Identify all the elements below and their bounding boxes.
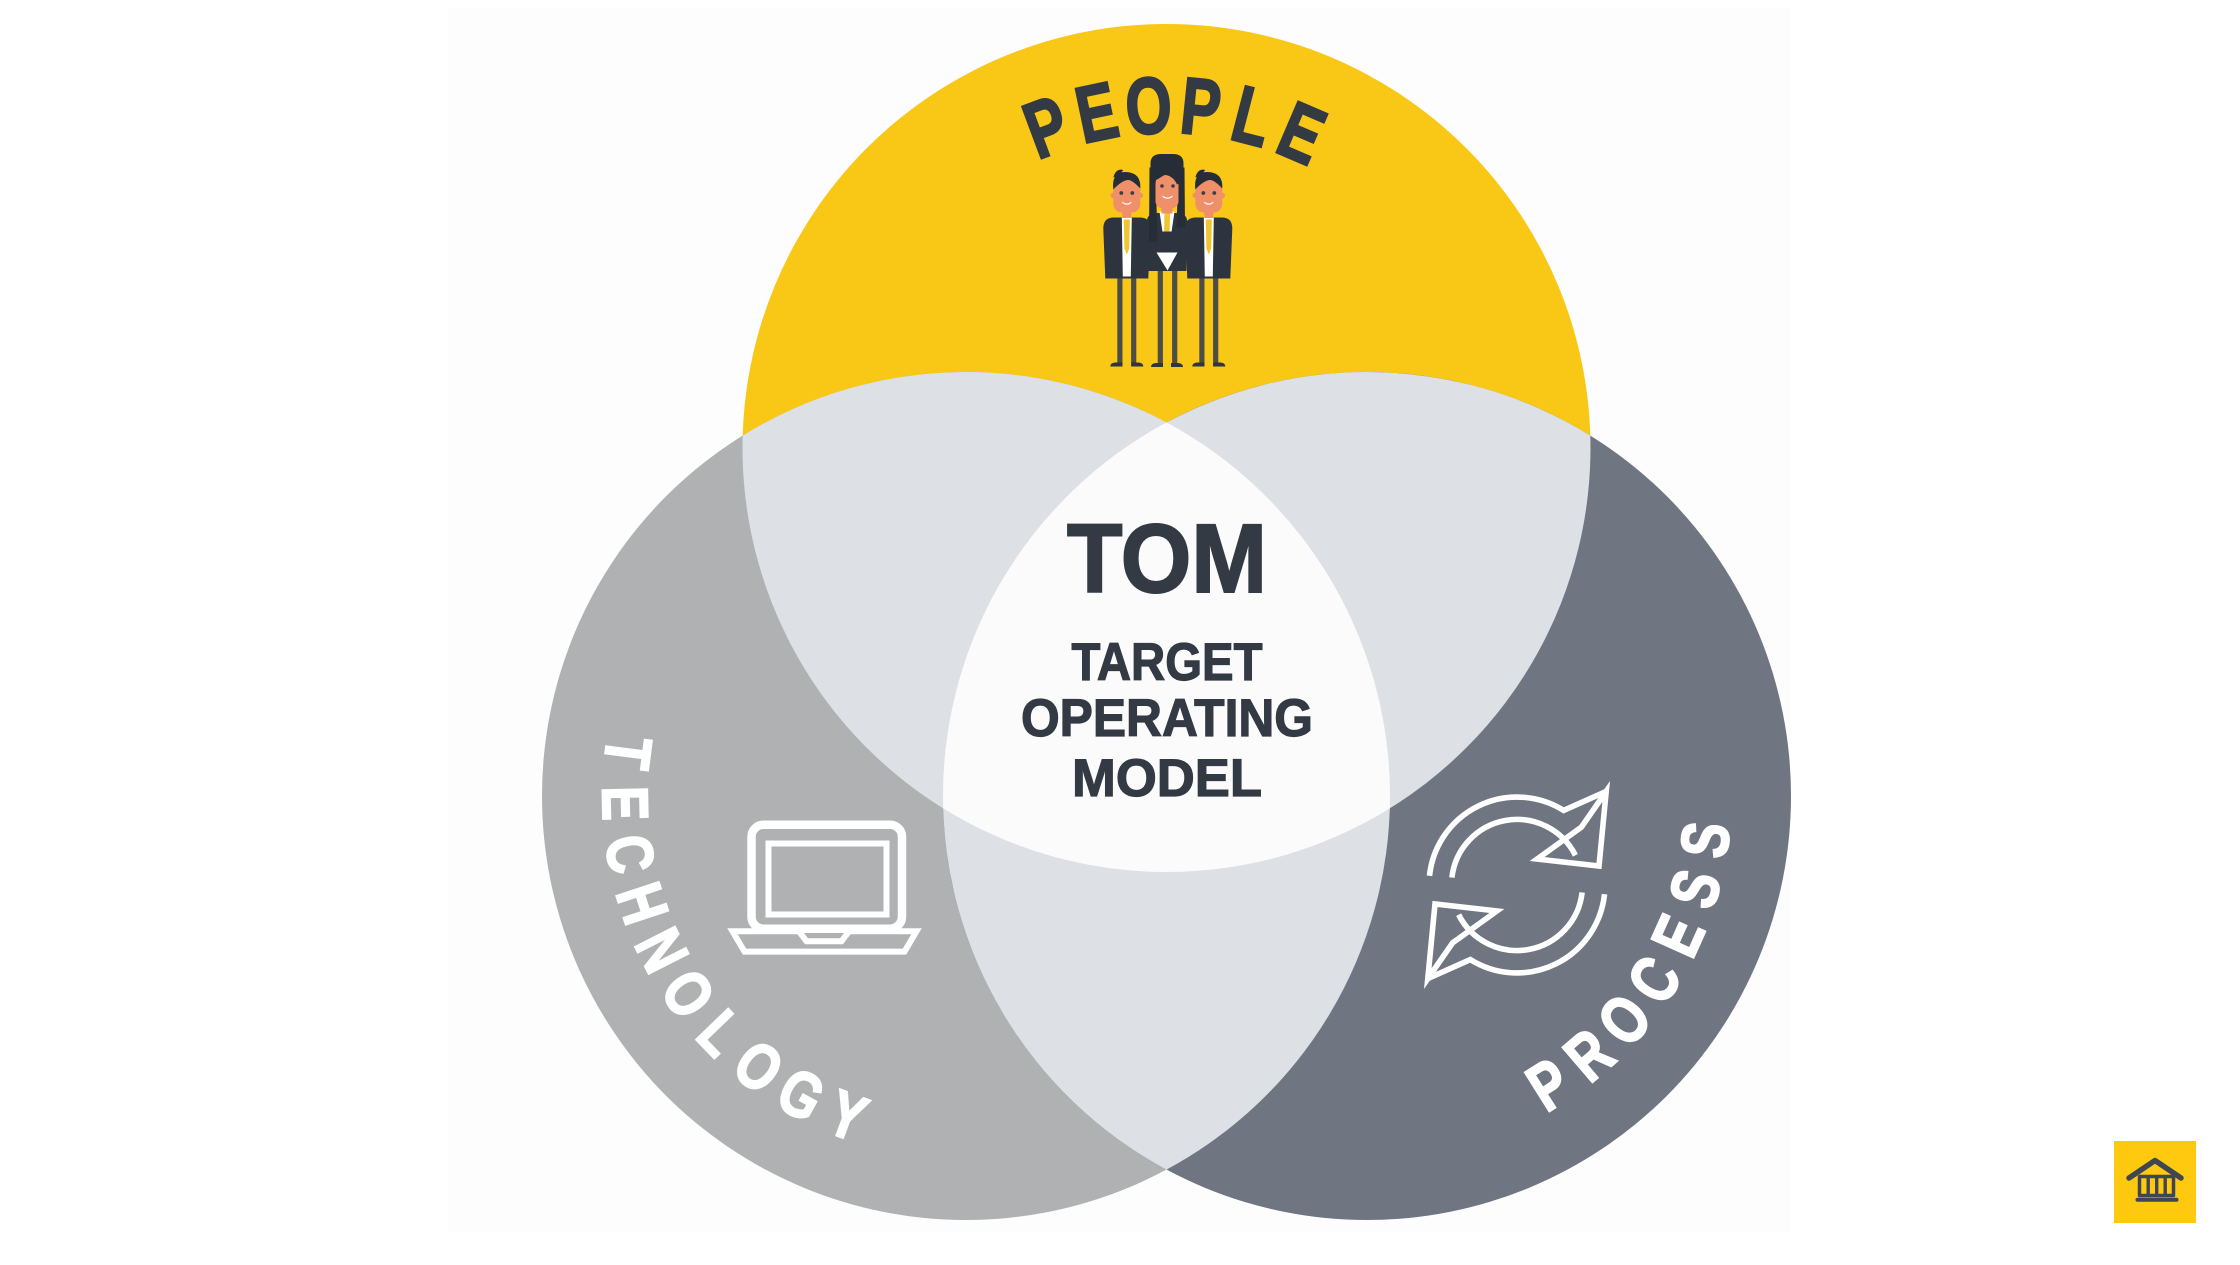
svg-text:E: E <box>588 785 660 821</box>
svg-text:C: C <box>591 830 668 879</box>
svg-text:TOM: TOM <box>1067 504 1267 613</box>
svg-text:TARGET: TARGET <box>1072 633 1263 692</box>
svg-text:OPERATING: OPERATING <box>1021 689 1313 748</box>
svg-text:MODEL: MODEL <box>1072 749 1262 808</box>
svg-text:O: O <box>1123 59 1174 151</box>
svg-text:E: E <box>1068 64 1125 160</box>
